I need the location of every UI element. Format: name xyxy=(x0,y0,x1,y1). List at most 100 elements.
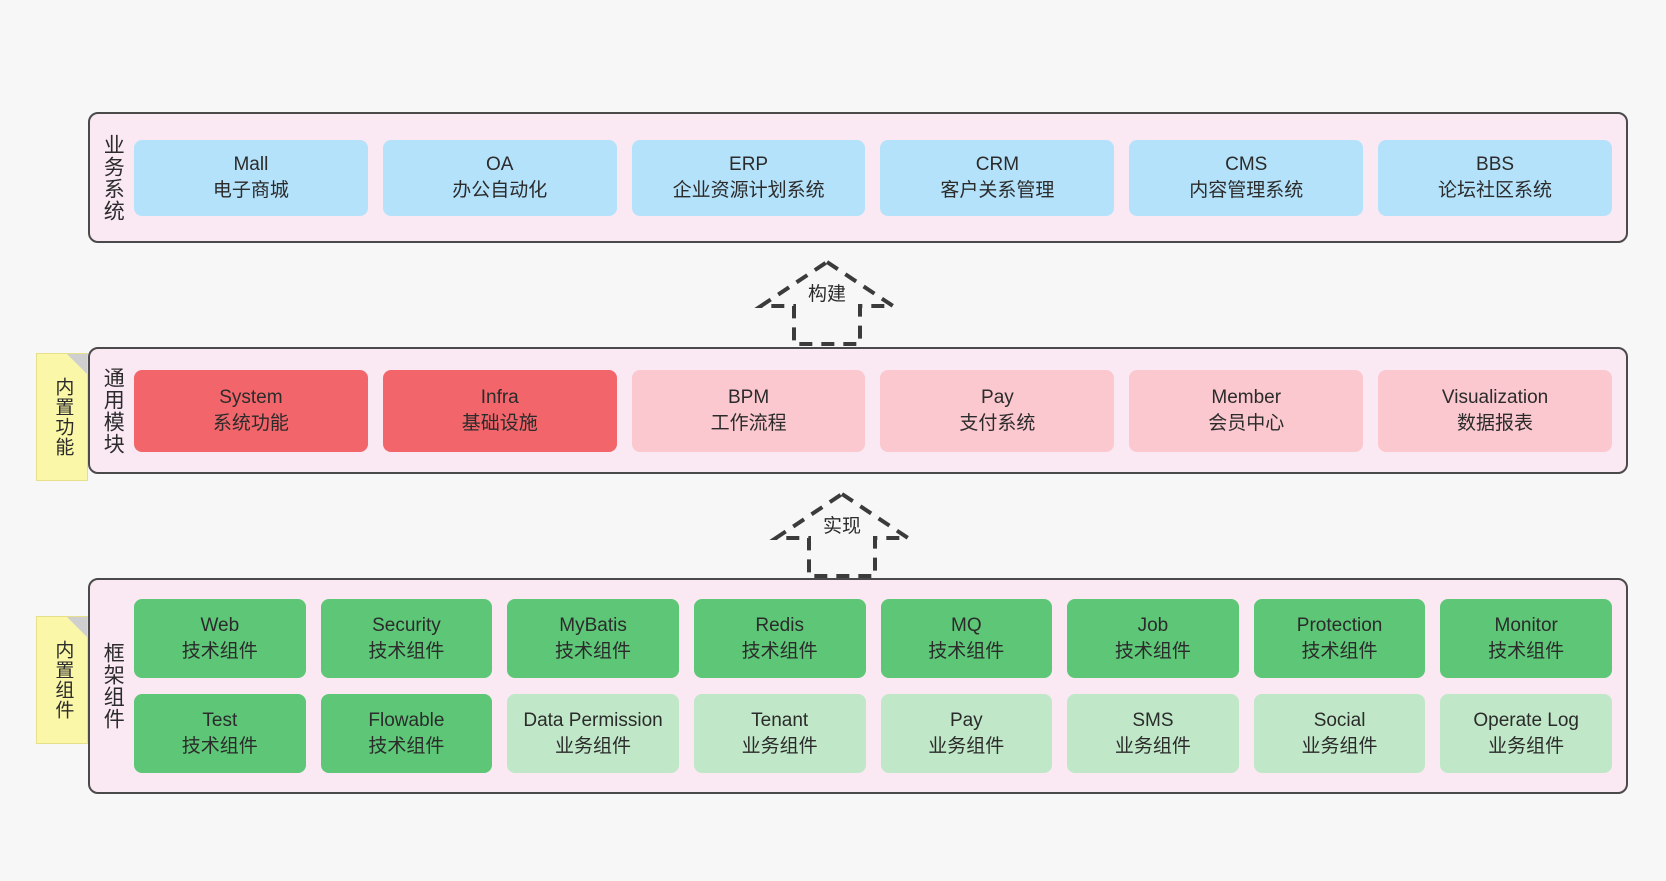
card-bbs[interactable]: BBS 论坛社区系统 xyxy=(1378,139,1612,216)
card-test-desc: 技术组件 xyxy=(181,735,258,757)
card-monitor-desc: 技术组件 xyxy=(1488,640,1565,662)
card-social-name: Social xyxy=(1313,710,1366,732)
card-mq-name: MQ xyxy=(951,615,982,637)
note-builtin-components-label: 内置组件 xyxy=(52,640,74,720)
connector-implement-label: 实现 xyxy=(819,511,865,538)
framework-card-row-1: Web 技术组件 Security 技术组件 MyBatis 技术组件 Redi… xyxy=(134,599,1612,678)
layer-business-systems-body: Mall 电子商城 OA 办公自动化 ERP 企业资源计划系统 CRM 客户关系… xyxy=(134,114,1626,241)
card-system-desc: 系统功能 xyxy=(212,412,289,434)
layer-framework-components-body: Web 技术组件 Security 技术组件 MyBatis 技术组件 Redi… xyxy=(134,580,1626,792)
card-pay-module-desc: 支付系统 xyxy=(959,412,1036,434)
business-card-row: Mall 电子商城 OA 办公自动化 ERP 企业资源计划系统 CRM 客户关系… xyxy=(134,139,1612,216)
card-pay-module-name: Pay xyxy=(981,387,1014,409)
card-system-name: System xyxy=(219,387,283,409)
card-crm-name: CRM xyxy=(975,154,1020,176)
card-system[interactable]: System 系统功能 xyxy=(134,369,368,452)
card-bbs-desc: 论坛社区系统 xyxy=(1438,179,1553,201)
card-bpm-desc: 工作流程 xyxy=(710,412,787,434)
card-mq-desc: 技术组件 xyxy=(928,640,1005,662)
layer-business-systems: 业务系统 Mall 电子商城 OA 办公自动化 ERP 企业资源计划系统 CRM… xyxy=(88,112,1628,243)
card-crm-desc: 客户关系管理 xyxy=(940,179,1055,201)
connector-implement: 实现 xyxy=(769,490,915,578)
layer-framework-components-title: 框架组件 xyxy=(101,642,125,730)
card-pay-component[interactable]: Pay 业务组件 xyxy=(880,694,1053,773)
card-security-desc: 技术组件 xyxy=(368,640,445,662)
note-builtin-components: 内置组件 xyxy=(36,616,88,744)
layer-common-modules-title: 通用模块 xyxy=(101,366,125,455)
card-member-name: Member xyxy=(1211,387,1282,409)
card-tenant[interactable]: Tenant 业务组件 xyxy=(693,694,866,773)
card-sms-name: SMS xyxy=(1132,710,1174,732)
card-visualization-desc: 数据报表 xyxy=(1457,412,1534,434)
card-infra-name: Infra xyxy=(480,387,519,409)
card-oa-name: OA xyxy=(486,154,514,176)
card-tenant-desc: 业务组件 xyxy=(741,735,818,757)
card-protection[interactable]: Protection 技术组件 xyxy=(1253,599,1426,678)
card-erp-name: ERP xyxy=(729,154,769,176)
card-cms-name: CMS xyxy=(1225,154,1268,176)
layer-common-modules-body: System 系统功能 Infra 基础设施 BPM 工作流程 Pay 支付系统… xyxy=(134,349,1626,472)
card-member-desc: 会员中心 xyxy=(1208,412,1285,434)
card-oa-desc: 办公自动化 xyxy=(452,179,548,201)
layer-framework-components: 框架组件 Web 技术组件 Security 技术组件 MyBatis 技术组件… xyxy=(88,578,1628,794)
card-mybatis-desc: 技术组件 xyxy=(555,640,632,662)
card-test[interactable]: Test 技术组件 xyxy=(134,694,306,773)
card-flowable[interactable]: Flowable 技术组件 xyxy=(320,694,493,773)
card-social[interactable]: Social 业务组件 xyxy=(1253,694,1426,773)
card-job[interactable]: Job 技术组件 xyxy=(1067,599,1239,678)
card-mall-name: Mall xyxy=(233,154,269,176)
card-redis-desc: 技术组件 xyxy=(741,640,818,662)
card-mybatis-name: MyBatis xyxy=(559,615,627,637)
card-sms[interactable]: SMS 业务组件 xyxy=(1067,694,1239,773)
card-redis-name: Redis xyxy=(755,615,804,637)
card-pay-component-name: Pay xyxy=(949,710,983,732)
card-mall[interactable]: Mall 电子商城 xyxy=(134,139,368,216)
card-mq[interactable]: MQ 技术组件 xyxy=(880,599,1053,678)
card-tenant-name: Tenant xyxy=(751,710,809,732)
card-monitor[interactable]: Monitor 技术组件 xyxy=(1440,599,1612,678)
card-redis[interactable]: Redis 技术组件 xyxy=(693,599,866,678)
card-cms-desc: 内容管理系统 xyxy=(1189,179,1304,201)
card-erp-desc: 企业资源计划系统 xyxy=(672,179,825,201)
card-cms[interactable]: CMS 内容管理系统 xyxy=(1129,139,1364,216)
card-sms-desc: 业务组件 xyxy=(1114,735,1191,757)
note-builtin-features-label: 内置功能 xyxy=(52,377,74,457)
card-web[interactable]: Web 技术组件 xyxy=(134,599,306,678)
card-crm[interactable]: CRM 客户关系管理 xyxy=(880,139,1115,216)
card-operate-log-desc: 业务组件 xyxy=(1488,735,1565,757)
card-security-name: Security xyxy=(372,615,441,637)
card-data-permission[interactable]: Data Permission 业务组件 xyxy=(507,694,679,773)
card-erp[interactable]: ERP 企业资源计划系统 xyxy=(631,139,866,216)
card-oa[interactable]: OA 办公自动化 xyxy=(382,139,617,216)
card-infra[interactable]: Infra 基础设施 xyxy=(382,369,617,452)
card-infra-desc: 基础设施 xyxy=(461,412,538,434)
card-visualization[interactable]: Visualization 数据报表 xyxy=(1378,369,1612,452)
card-security[interactable]: Security 技术组件 xyxy=(320,599,493,678)
card-operate-log-name: Operate Log xyxy=(1473,710,1579,732)
card-bbs-name: BBS xyxy=(1476,154,1515,176)
connector-build-label: 构建 xyxy=(804,279,850,306)
implement-arrow-icon xyxy=(769,491,915,578)
connector-build: 构建 xyxy=(754,258,900,346)
card-data-permission-desc: 业务组件 xyxy=(555,735,632,757)
layer-business-systems-title: 业务系统 xyxy=(101,133,125,222)
card-social-desc: 业务组件 xyxy=(1301,735,1378,757)
framework-card-row-2: Test 技术组件 Flowable 技术组件 Data Permission … xyxy=(134,694,1612,773)
card-job-desc: 技术组件 xyxy=(1114,640,1191,662)
card-flowable-desc: 技术组件 xyxy=(368,735,445,757)
card-pay-module[interactable]: Pay 支付系统 xyxy=(880,369,1115,452)
card-visualization-name: Visualization xyxy=(1441,387,1549,409)
card-mybatis[interactable]: MyBatis 技术组件 xyxy=(507,599,679,678)
card-member[interactable]: Member 会员中心 xyxy=(1129,369,1364,452)
card-mall-desc: 电子商城 xyxy=(212,179,289,201)
card-web-desc: 技术组件 xyxy=(181,640,258,662)
card-pay-component-desc: 业务组件 xyxy=(928,735,1005,757)
card-bpm-name: BPM xyxy=(727,387,770,409)
card-operate-log[interactable]: Operate Log 业务组件 xyxy=(1440,694,1612,773)
card-bpm[interactable]: BPM 工作流程 xyxy=(631,369,866,452)
card-job-name: Job xyxy=(1137,615,1169,637)
card-web-name: Web xyxy=(200,615,240,637)
card-flowable-name: Flowable xyxy=(368,710,445,732)
note-builtin-features: 内置功能 xyxy=(36,353,88,481)
